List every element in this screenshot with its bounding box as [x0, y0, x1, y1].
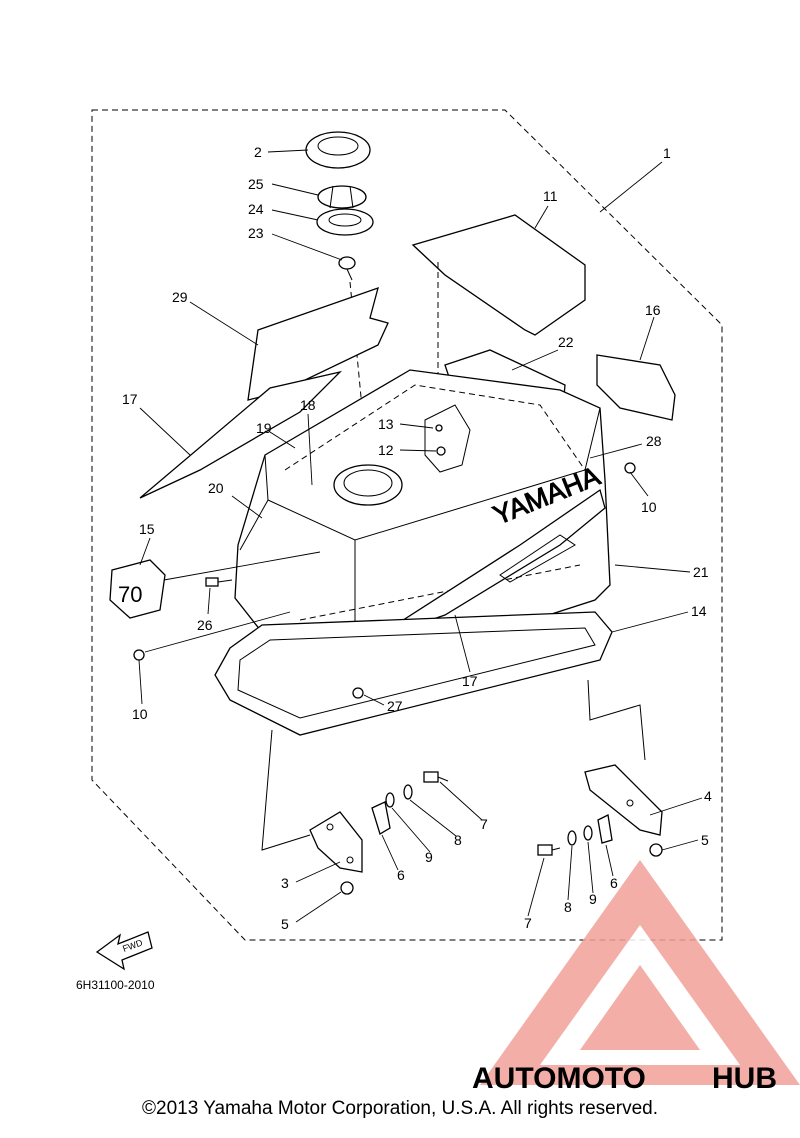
- part-grommet-10-right: [624, 462, 636, 474]
- callout-label: 3: [281, 875, 289, 891]
- callout-label: 9: [589, 891, 597, 907]
- part-washer-9-right: [583, 825, 593, 841]
- part-washer-8: [403, 784, 413, 800]
- part-bolt-7: [423, 771, 449, 783]
- part-stripe-17-left: [139, 370, 343, 499]
- svg-text:70: 70: [118, 582, 142, 607]
- callout-label: 11: [543, 188, 558, 204]
- part-grommet-5-right: [649, 843, 663, 857]
- callout-label: 29: [172, 289, 188, 305]
- callout-label: 17: [462, 673, 478, 689]
- callout-label: 18: [300, 397, 316, 413]
- callout-label: 10: [641, 499, 657, 515]
- part-washer-13: [435, 424, 443, 432]
- callout-label: 16: [645, 302, 661, 318]
- callout-label: 27: [387, 698, 403, 714]
- guide-line: [587, 679, 646, 761]
- part-emblem-15: 70: [109, 559, 166, 619]
- callout-label: 6: [397, 867, 405, 883]
- callout-label: 8: [454, 832, 462, 848]
- callout-label: 9: [425, 849, 433, 865]
- part-ring-25: [317, 185, 367, 209]
- watermark-text-secondary: HUB: [712, 1062, 777, 1095]
- callout-label: 4: [704, 788, 712, 804]
- callout-label: 26: [197, 617, 213, 633]
- callout-label: 20: [208, 480, 224, 496]
- part-bracket-3: [309, 811, 363, 873]
- guide-line: [261, 729, 311, 851]
- part-grommet-24: [316, 208, 374, 236]
- part-gasket-14: [214, 611, 613, 736]
- part-bolt-12: [436, 446, 446, 456]
- part-bracket-4: [584, 764, 663, 836]
- part-washer-9: [385, 792, 395, 808]
- diagram-code: 6H31100-2010: [76, 978, 155, 992]
- part-plate-16: [596, 354, 676, 421]
- callout-label: 1: [663, 145, 671, 161]
- part-screw-26: [205, 577, 233, 587]
- callout-label: 7: [480, 816, 488, 832]
- callout-label: 5: [281, 916, 289, 932]
- part-hook-6-right: [597, 814, 613, 844]
- part-washer-8-right: [567, 830, 577, 846]
- callout-label: 28: [646, 433, 662, 449]
- callout-label: 2: [254, 144, 262, 160]
- callout-label: 17: [122, 391, 138, 407]
- fwd-arrow-icon: FWD: [95, 931, 153, 971]
- leader-lines: [138, 149, 703, 923]
- callout-label: 8: [564, 899, 572, 915]
- part-cap-2: [305, 131, 371, 169]
- callout-label: 12: [378, 442, 394, 458]
- callout-label: 15: [139, 521, 155, 537]
- callout-label: 6: [610, 875, 618, 891]
- watermark-logo: [480, 860, 800, 1085]
- callout-label: 23: [248, 225, 264, 241]
- part-cover-11: [411, 214, 586, 336]
- top-cowling: [234, 369, 611, 673]
- callout-label: 19: [256, 420, 272, 436]
- callout-label: 22: [558, 334, 574, 350]
- callout-label: 7: [524, 915, 532, 931]
- callout-label: 13: [378, 416, 394, 432]
- part-clip-23: [338, 256, 356, 281]
- callout-label: 25: [248, 176, 264, 192]
- callout-label: 10: [132, 706, 148, 722]
- part-stripe-17-right: [371, 488, 606, 641]
- part-bolt-7-right: [537, 844, 561, 856]
- assembly-boundary: [91, 109, 723, 941]
- part-grommet-5: [340, 881, 354, 895]
- part-hook-6: [371, 801, 391, 835]
- callout-label: 14: [691, 603, 707, 619]
- callout-label: 21: [693, 564, 709, 580]
- part-grommet-27: [352, 687, 364, 699]
- callout-label: 5: [701, 832, 709, 848]
- part-grommet-10: [133, 649, 145, 661]
- callout-label: 24: [248, 201, 264, 217]
- callout-labels: 1 2 25 24 23 11 29 16 22 17 18 19 13 12 …: [122, 144, 712, 932]
- copyright-notice: ©2013 Yamaha Motor Corporation, U.S.A. A…: [142, 1098, 658, 1119]
- watermark-text-primary: AUTOMOTO: [472, 1062, 646, 1095]
- part-decal-29: [247, 286, 389, 401]
